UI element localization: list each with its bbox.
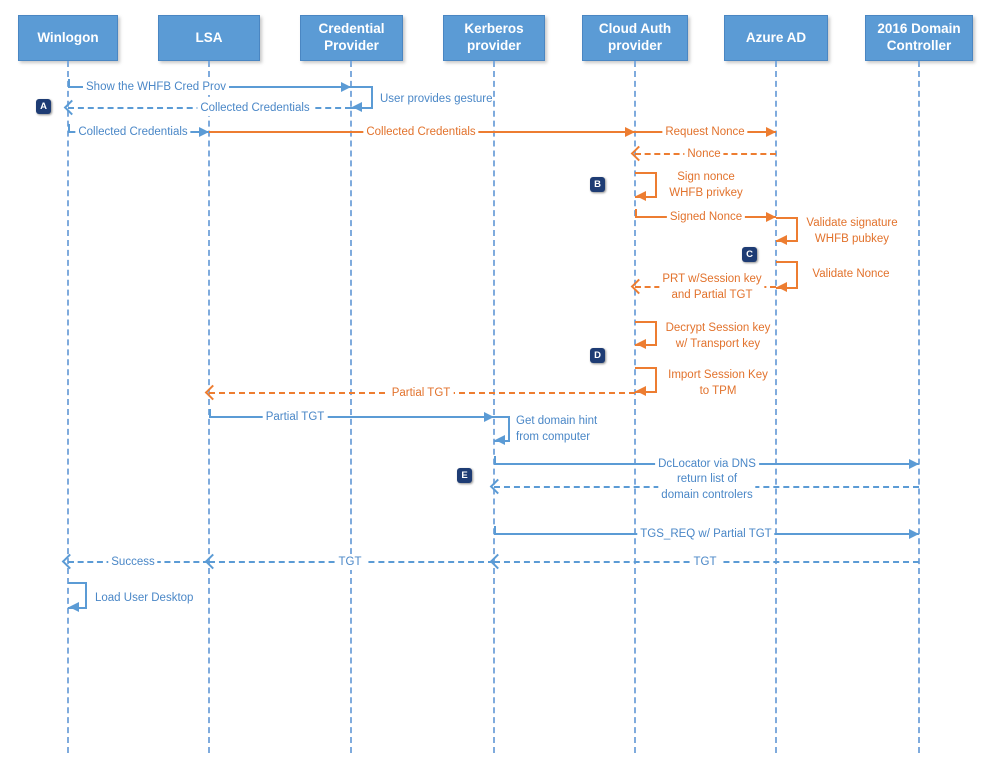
message-label: Collected Credentials — [363, 124, 479, 140]
badge-d: D — [590, 348, 605, 363]
actor-azure-ad: Azure AD — [724, 15, 828, 61]
message-label: TGS_REQ w/ Partial TGT — [637, 526, 775, 542]
arrow-start-stub — [635, 209, 637, 216]
badge-c: C — [742, 247, 757, 262]
arrowhead-icon — [909, 529, 919, 539]
arrowhead-icon — [766, 212, 776, 222]
lifeline-domain-controller — [918, 61, 920, 753]
message-label: User provides gesture — [380, 93, 493, 105]
actor-domain-controller: 2016 Domain Controller — [865, 15, 973, 61]
arrow-start-stub — [494, 456, 496, 463]
actor-label: Azure AD — [745, 29, 807, 45]
arrowhead-icon — [61, 553, 78, 570]
message-label: Import Session Key to TPM — [665, 367, 771, 399]
loop-validate-signature — [776, 217, 798, 242]
arrow-partial-tgt-kerberos — [209, 416, 494, 418]
lifeline-kerberos-provider — [493, 61, 495, 753]
actor-lsa: LSA — [158, 15, 260, 61]
message-label: Nonce — [684, 146, 724, 162]
arrowhead-icon — [352, 102, 362, 112]
actor-label: Cloud Auth provider — [598, 21, 672, 53]
lifeline-lsa — [208, 61, 210, 753]
actor-label: Kerberos provider — [464, 21, 524, 53]
actor-winlogon: Winlogon — [18, 15, 118, 61]
message-label: TGT — [335, 554, 365, 570]
loop-decrypt-session-key — [635, 321, 657, 346]
badge-e: E — [457, 468, 472, 483]
message-label: Collected Credentials — [197, 100, 313, 116]
loop-validate-nonce — [776, 261, 798, 289]
arrowhead-icon — [636, 191, 646, 201]
message-label: Signed Nonce — [666, 209, 746, 225]
arrowhead-icon — [199, 127, 209, 137]
arrowhead-icon — [636, 339, 646, 349]
arrow-start-stub — [68, 124, 70, 131]
arrowhead-icon — [495, 435, 505, 445]
message-label: Request Nonce — [662, 124, 748, 140]
message-label: Partial TGT — [388, 385, 454, 401]
message-label: return list of domain controlers — [658, 471, 756, 503]
arrowhead-icon — [766, 127, 776, 137]
message-label: PRT w/Session key and Partial TGT — [659, 271, 765, 303]
arrowhead-icon — [341, 82, 351, 92]
lifeline-cloud-auth-provider — [634, 61, 636, 753]
arrow-start-stub — [68, 79, 70, 86]
lifeline-azure-ad — [775, 61, 777, 753]
arrowhead-icon — [625, 127, 635, 137]
actor-label: Winlogon — [37, 29, 99, 45]
message-label: Collected Credentials — [75, 124, 191, 140]
badge-a: A — [36, 99, 51, 114]
badge-b: B — [590, 177, 605, 192]
lifeline-winlogon — [67, 61, 69, 753]
loop-import-session-key — [635, 367, 657, 393]
message-label: Sign nonce WHFB privkey — [666, 169, 746, 201]
loop-sign-nonce — [635, 172, 657, 198]
message-label: Decrypt Session key w/ Transport key — [662, 320, 774, 352]
message-label: Show the WHFB Cred Prov — [83, 79, 229, 95]
message-label: Validate Nonce — [809, 266, 893, 282]
arrow-start-stub — [494, 526, 496, 533]
actor-label: 2016 Domain Controller — [877, 21, 961, 53]
arrowhead-icon — [636, 386, 646, 396]
message-label: Validate signature WHFB pubkey — [803, 215, 901, 247]
lifeline-credential-provider — [350, 61, 352, 753]
arrowhead-icon — [777, 282, 787, 292]
arrowhead-icon — [484, 412, 494, 422]
message-label: Get domain hint from computer — [516, 415, 598, 443]
arrow-start-stub — [209, 409, 211, 416]
message-label: Partial TGT — [262, 409, 328, 425]
actor-label: LSA — [195, 29, 223, 45]
loop-user-gesture — [351, 86, 373, 109]
actor-kerberos-provider: Kerberos provider — [443, 15, 545, 61]
arrowhead-icon — [777, 235, 787, 245]
message-label: DcLocator via DNS — [655, 456, 759, 472]
arrowhead-icon — [909, 459, 919, 469]
message-label: Success — [108, 554, 158, 570]
message-label: Load User Desktop — [95, 592, 194, 604]
arrowhead-icon — [69, 602, 79, 612]
actor-label: Credential Provider — [318, 21, 385, 53]
actor-cloud-auth-provider: Cloud Auth provider — [582, 15, 688, 61]
message-label: TGT — [690, 554, 720, 570]
actor-credential-provider: Credential Provider — [300, 15, 403, 61]
